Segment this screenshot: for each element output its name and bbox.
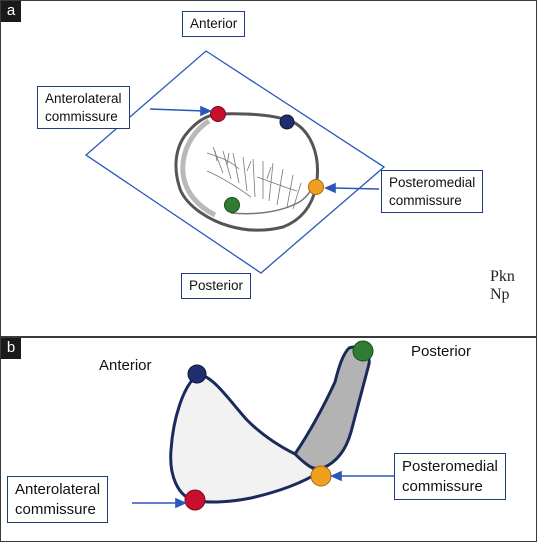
anterolateral-label-a-line1: Anterolateral xyxy=(45,91,122,106)
corner-text-line1: Pkn xyxy=(490,268,515,285)
posteromedial-commissure-marker-a xyxy=(308,179,324,195)
anterolateral-commissure-marker-b xyxy=(184,489,206,511)
anterior-label-a-text: Anterior xyxy=(190,16,238,31)
posteromedial-label-a-line1: Posteromedial xyxy=(389,175,476,190)
corner-text: Pkn Np xyxy=(490,268,515,303)
panel-a: a xyxy=(0,0,537,337)
anterior-marker-b xyxy=(187,364,207,384)
panel-b-letter: b xyxy=(1,338,21,359)
anterior-label-b: Anterior xyxy=(99,357,152,374)
anterior-label-a: Anterior xyxy=(182,11,246,37)
chordae-sketch xyxy=(206,146,302,210)
posteromedial-label-b: Posteromedial commissure xyxy=(394,453,506,500)
posteromedial-label-b-line1: Posteromedial xyxy=(402,458,498,475)
posterior-marker-a xyxy=(224,197,240,213)
annulus-inner-line xyxy=(230,182,314,215)
posteromedial-arrow-a xyxy=(324,182,380,194)
posterior-label-a: Posterior xyxy=(181,273,252,299)
anterolateral-label-b-line1: Anterolateral xyxy=(15,481,101,498)
anterolateral-arrow-a xyxy=(149,105,212,117)
corner-text-line2: Np xyxy=(490,285,510,303)
posteromedial-commissure-marker-b xyxy=(310,465,332,487)
posteromedial-label-a-line2: commissure xyxy=(389,192,462,208)
posteromedial-arrow-b xyxy=(330,470,394,482)
panel-b-diagram xyxy=(132,340,394,511)
posterior-label-a-text: Posterior xyxy=(189,278,244,293)
anterior-marker-a xyxy=(279,114,295,130)
annulus-inner-shade xyxy=(180,118,217,218)
anterolateral-commissure-marker-a xyxy=(210,106,226,122)
posterior-label-b: Posterior xyxy=(411,343,472,360)
posterior-band xyxy=(293,345,371,471)
anterolateral-label-b-line2: commissure xyxy=(15,500,96,518)
posteromedial-label-b-line2: commissure xyxy=(402,477,483,495)
anterolateral-label-a-line2: commissure xyxy=(45,108,118,124)
panel-a-letter: a xyxy=(1,1,21,22)
anterolateral-label-b: Anterolateral commissure xyxy=(7,476,109,523)
panel-a-diagram xyxy=(84,50,386,274)
anterolateral-label-a: Anterolateral commissure xyxy=(37,86,130,130)
posterior-marker-b xyxy=(352,340,374,362)
anterolateral-arrow-b xyxy=(132,497,187,509)
posteromedial-label-a: Posteromedial commissure xyxy=(381,170,484,214)
anterior-loop xyxy=(169,372,325,504)
panel-b: b Anterior Posterior Anterolateral xyxy=(0,337,537,542)
